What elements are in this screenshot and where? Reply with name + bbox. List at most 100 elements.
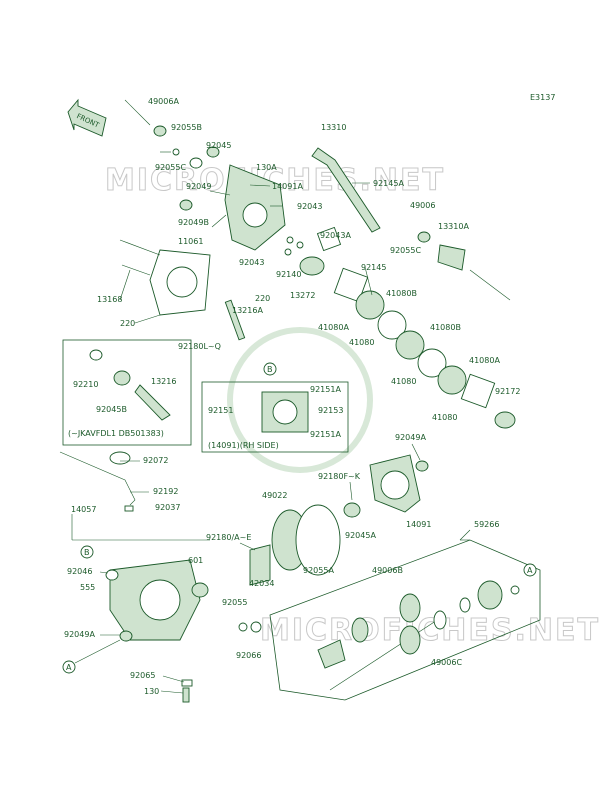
bearing-92045: [206, 146, 220, 158]
shaft-13216a: [224, 299, 246, 341]
ref-b-left-label: B: [84, 548, 90, 557]
callout-92049b: 92049B: [178, 218, 209, 227]
callout-92037: 92037: [155, 503, 180, 512]
outer-joint: [317, 639, 346, 669]
inner-joint: [477, 580, 503, 610]
seal-92049a-left: [119, 630, 133, 642]
inset-note: (~JKAVFDL1 DB501383): [68, 429, 164, 438]
plate-41080-1: [355, 290, 385, 320]
callout-92055a: 92055A: [303, 566, 334, 575]
inset-frame-early-models: [62, 339, 192, 446]
callout-49022: 49022: [262, 491, 287, 500]
callout-49006c: 49006C: [431, 658, 462, 667]
callout-92055b: 92055B: [171, 123, 202, 132]
callout-49006b: 49006B: [372, 566, 403, 575]
ref-circle-b-left: [80, 545, 94, 559]
shaft-13216: [134, 384, 171, 421]
callout-41080-b: 41080: [391, 377, 416, 386]
oil-seal-49006a: [153, 125, 167, 137]
callout-92172: 92172: [495, 387, 520, 396]
callout-92043-b: 92043: [239, 258, 264, 267]
upper-gear-case-group: [124, 99, 286, 251]
callout-13216a: 13216A: [232, 306, 263, 315]
callout-92065: 92065: [130, 671, 155, 680]
rh-side-note: (14091)(RH SIDE): [208, 441, 279, 450]
washer-92066: [250, 621, 262, 633]
leader-lines: [71, 182, 471, 694]
bearing-601: [191, 582, 209, 598]
callout-555: 555: [80, 583, 95, 592]
clip-92072: [109, 451, 131, 465]
callout-92210: 92210: [73, 380, 98, 389]
callout-92151a-a: 92151A: [310, 385, 341, 394]
callout-92055: 92055: [222, 598, 247, 607]
breather-hose-92192: [59, 451, 136, 506]
callout-92145a: 92145A: [373, 179, 404, 188]
callout-92043-a: 92043: [297, 202, 322, 211]
callout-92180l-q: 92180L~Q: [178, 342, 221, 351]
watermark-logo-circle: [227, 327, 373, 473]
callout-92049a-right: 92049A: [395, 433, 426, 442]
shaft-13310: [311, 147, 381, 233]
callout-41080a-b: 41080A: [469, 356, 500, 365]
callout-14091a: 14091A: [272, 182, 303, 191]
callout-92045: 92045: [206, 141, 231, 150]
callout-49006: 49006: [410, 201, 435, 210]
callout-14057: 14057: [71, 505, 96, 514]
plate-41080b-2: [417, 348, 447, 378]
callout-92055c-top: 92055C: [155, 163, 186, 172]
shaft-assembly-13310: [311, 147, 511, 301]
joint-cage: [351, 617, 369, 643]
callout-92140: 92140: [276, 270, 301, 279]
cover-group: [119, 239, 246, 341]
ref-a-right-label: A: [527, 566, 533, 575]
callout-41080b-a: 41080B: [386, 289, 417, 298]
callout-92045b: 92045B: [96, 405, 127, 414]
callout-11061: 11061: [178, 237, 203, 246]
inset-frame-rh-side: [201, 381, 349, 453]
callout-92145: 92145: [361, 263, 386, 272]
boot-49006c: [399, 625, 421, 655]
callout-92153: 92153: [318, 406, 343, 415]
callout-130: 130: [144, 687, 159, 696]
case-bore: [242, 202, 268, 228]
bearing-92049b: [179, 199, 193, 211]
callout-92151: 92151: [208, 406, 233, 415]
ref-circle-a-left: [62, 660, 76, 674]
callout-13310a: 13310A: [438, 222, 469, 231]
callout-41080a-a: 41080A: [318, 323, 349, 332]
axle-59266-group: [317, 580, 520, 691]
pinion-42034: [249, 544, 271, 586]
callout-92045a: 92045A: [345, 531, 376, 540]
seal-92172: [494, 411, 516, 429]
o-ring-92055b: [172, 148, 180, 156]
callout-13272: 13272: [290, 291, 315, 300]
callout-92049: 92049: [186, 182, 211, 191]
shim-92055a: [295, 504, 341, 576]
callout-41080b-b: 41080B: [430, 323, 461, 332]
bearing-92045b: [113, 370, 131, 386]
callout-220-a: 220: [255, 294, 270, 303]
callout-92192: 92192: [153, 487, 178, 496]
seal-92049a-right: [415, 460, 429, 472]
lower-parts-group: [59, 451, 429, 703]
callout-13168: 13168: [97, 295, 122, 304]
callout-49006a: 49006A: [148, 97, 179, 106]
callout-92055c-right: 92055C: [390, 246, 421, 255]
boot-49006b: [399, 593, 421, 623]
bolt-130: [182, 687, 190, 703]
callout-92043a: 92043A: [320, 231, 351, 240]
callout-59266: 59266: [474, 520, 499, 529]
joint-13310a: [437, 244, 466, 271]
callout-13216: 13216: [151, 377, 176, 386]
callout-13310: 13310: [321, 123, 346, 132]
callout-41080-a: 41080: [349, 338, 374, 347]
bearing-92045a: [343, 502, 361, 518]
axle-shaft: [329, 614, 446, 691]
ref-a-left-label: A: [66, 663, 72, 672]
callout-601: 601: [188, 556, 203, 565]
seal-49006: [417, 231, 431, 243]
callout-220-b: 220: [120, 319, 135, 328]
